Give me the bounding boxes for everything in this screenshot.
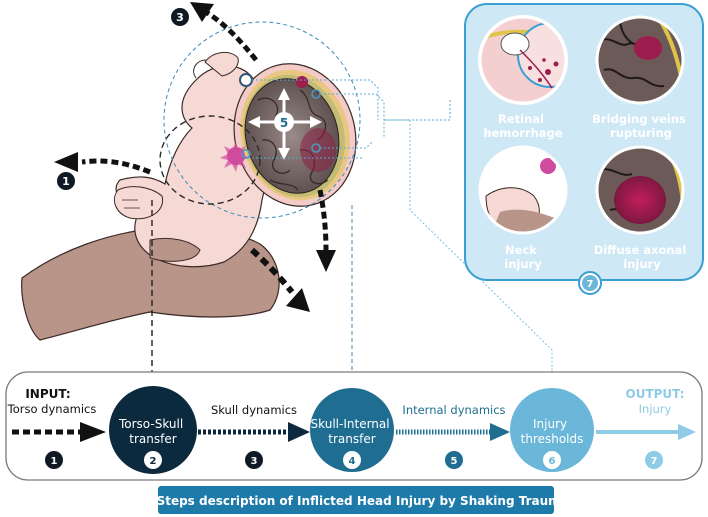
bridging-label-2: rupturing bbox=[610, 126, 672, 140]
title-banner: 7-Steps description of Inflicted Head In… bbox=[143, 486, 569, 514]
input-title: INPUT: bbox=[25, 387, 70, 401]
input-subtitle: Torso dynamics bbox=[7, 402, 97, 416]
neck-rotation-circle bbox=[159, 115, 261, 205]
stage6-line1: Injury bbox=[533, 417, 567, 431]
bleed-spot-icon bbox=[296, 76, 308, 88]
step-badge-7: 7 bbox=[651, 456, 658, 467]
illustration-badge-5: 5 bbox=[280, 116, 288, 130]
neck-label-1: Neck bbox=[505, 243, 537, 257]
eye-retina-icon bbox=[528, 58, 559, 82]
step-badge-5: 5 bbox=[451, 456, 458, 467]
axonal-label-1: Diffuse axonal bbox=[594, 243, 687, 257]
illustration-badge-3: 3 bbox=[176, 11, 184, 24]
infant-shaking-illustration: 5 bbox=[21, 2, 451, 341]
stage-torso-skull bbox=[109, 386, 197, 474]
skull-motion-arrow-up bbox=[190, 2, 258, 62]
illustration-badge-1: 1 bbox=[62, 175, 70, 188]
retinal-hemorrhage-tile bbox=[478, 15, 568, 105]
svg-text:Injury thresholds: Injury thresholds bbox=[521, 417, 584, 446]
neck-injury-tile bbox=[478, 145, 568, 235]
infant-neck-icon bbox=[540, 158, 556, 174]
svg-text:Torso-Skull transfer: Torso-Skull transfer bbox=[118, 417, 187, 446]
neck-label-2: injury bbox=[504, 257, 542, 271]
arrow-label-skull-dynamics: Skull dynamics bbox=[211, 403, 297, 417]
stage2-line2: transfer bbox=[129, 432, 176, 446]
stage-skull-internal bbox=[310, 388, 394, 472]
step-badge-4: 4 bbox=[349, 456, 356, 467]
step-badge-6: 6 bbox=[549, 456, 556, 467]
svg-text:Neck injury: Neck injury bbox=[504, 243, 542, 271]
svg-text:Skull-Internal transfer: Skull-Internal transfer bbox=[311, 417, 394, 446]
svg-text:Bridging veins rupturing: Bridging veins rupturing bbox=[592, 112, 690, 140]
panel-badge-7: 7 bbox=[587, 279, 594, 290]
svg-text:Diffuse axonal injury: Diffuse axonal injury bbox=[594, 243, 691, 271]
injury-panel: Retinal hemorrhage Bridging veins ruptur… bbox=[464, 3, 704, 295]
retinal-label-2: hemorrhage bbox=[483, 126, 562, 140]
step-badge-1: 1 bbox=[51, 456, 58, 467]
stage2-line1: Torso-Skull bbox=[118, 417, 183, 431]
arrow-label-internal-dynamics: Internal dynamics bbox=[402, 403, 505, 417]
bridging-label-1: Bridging veins bbox=[592, 112, 686, 126]
output-subtitle: Injury bbox=[639, 402, 672, 416]
step-badge-2: 2 bbox=[150, 456, 157, 467]
brain-axon-icon bbox=[614, 176, 666, 224]
output-title: OUTPUT: bbox=[626, 387, 685, 401]
stage4-line1: Skull-Internal bbox=[311, 417, 390, 431]
retinal-label-1: Retinal bbox=[498, 112, 544, 126]
torso-motion-arrow-down bbox=[250, 247, 310, 312]
brain-veins-icon bbox=[634, 36, 662, 60]
torso-motion-arrow bbox=[54, 152, 151, 175]
diffuse-axonal-tile bbox=[595, 145, 685, 235]
badge-5-bg bbox=[274, 112, 294, 132]
step-badge-3: 3 bbox=[251, 456, 258, 467]
pipeline-connectors bbox=[151, 119, 553, 380]
skull-motion-arrow-down bbox=[316, 189, 336, 272]
stage-injury-thresholds bbox=[510, 388, 594, 472]
stage6-line2: thresholds bbox=[521, 432, 584, 446]
diagram-title: 7-Steps description of Inflicted Head In… bbox=[143, 494, 569, 508]
pipeline: INPUT: Torso dynamics Torso-Skull transf… bbox=[5, 371, 703, 481]
neck-injury-burst-icon bbox=[220, 142, 250, 172]
head-rotation-circle bbox=[163, 21, 361, 219]
stage4-line2: transfer bbox=[328, 432, 375, 446]
step-badges: 1 2 3 4 5 6 7 bbox=[45, 451, 663, 469]
bridging-veins-tile bbox=[595, 15, 685, 105]
svg-text:Retinal hemorrhage: Retinal hemorrhage bbox=[483, 112, 562, 140]
axonal-label-2: injury bbox=[623, 257, 661, 271]
